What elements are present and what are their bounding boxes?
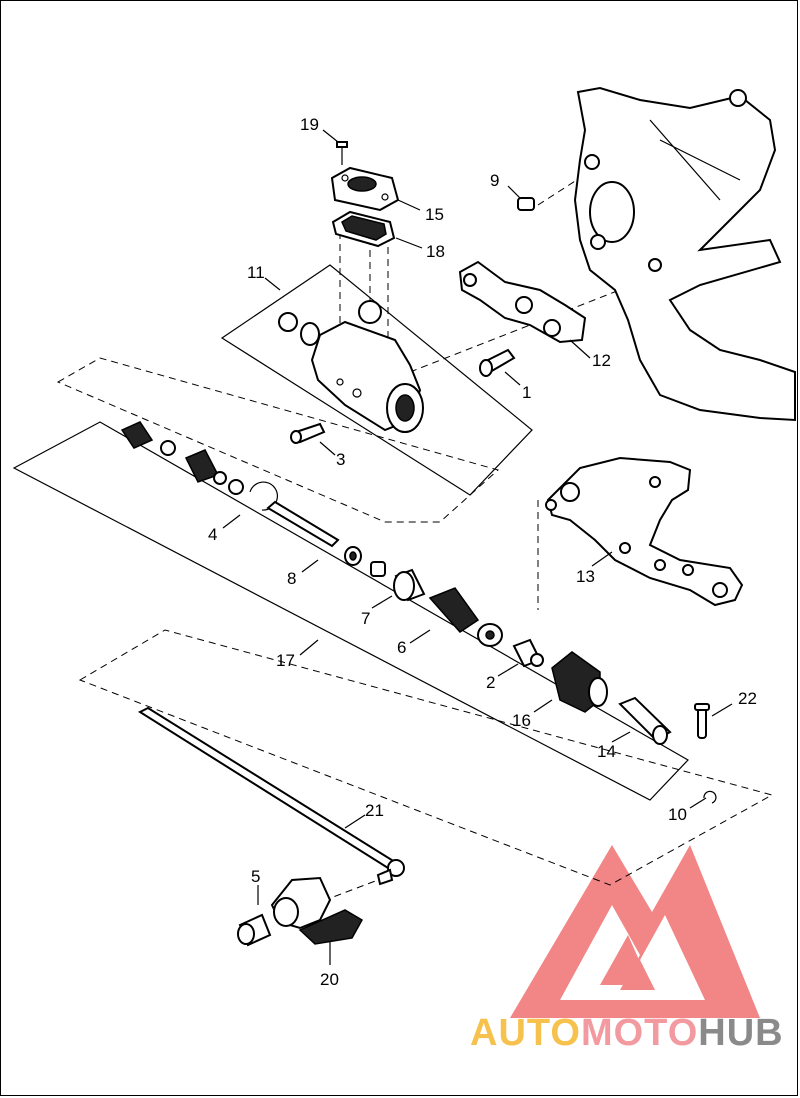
- label-20: 20: [320, 970, 339, 989]
- dash-line-12: [409, 281, 641, 373]
- label-6: 6: [397, 638, 406, 657]
- washer-nut: [344, 546, 386, 577]
- label-21: 21: [365, 801, 384, 820]
- group-outline-dashed-upper: [56, 357, 500, 523]
- part-2-fitting: [512, 638, 544, 668]
- part-8-rod: [266, 500, 340, 548]
- part-3-pin: [290, 422, 326, 444]
- group-outline-11: [220, 264, 533, 496]
- label-16: 16: [512, 711, 531, 730]
- part-15-cover: [330, 166, 400, 212]
- part-22-pin: [694, 703, 710, 739]
- part-12-bracket: [458, 260, 587, 344]
- internal-parts-upper: [120, 421, 278, 511]
- leader-lines: [222, 129, 733, 965]
- part-6-boot: [428, 587, 503, 647]
- label-7: 7: [361, 609, 370, 628]
- frame-bracket-part: [573, 86, 796, 422]
- label-9: 9: [490, 171, 499, 190]
- label-11: 11: [247, 263, 265, 282]
- part-14-clevis: [618, 696, 672, 745]
- label-1: 1: [522, 383, 531, 402]
- label-15: 15: [425, 205, 444, 224]
- part-11-master-cylinder: [278, 300, 424, 433]
- part-20-footpeg: [270, 876, 364, 945]
- group-outline-17: [12, 421, 689, 801]
- part-9-bolt: [517, 197, 535, 211]
- watermark-part-hub: HUB: [698, 1012, 784, 1054]
- label-19: 19: [300, 115, 319, 134]
- part-18-gasket: [331, 210, 396, 248]
- part-1-bolt: [479, 348, 516, 377]
- watermark-part-auto: AUTO: [470, 1012, 581, 1054]
- part-5-rubber-sleeve: [237, 913, 272, 947]
- label-3: 3: [336, 450, 345, 469]
- part-16-rubber-boot: [551, 651, 608, 713]
- label-4: 4: [208, 525, 217, 544]
- label-12: 12: [592, 351, 611, 370]
- label-8: 8: [287, 569, 296, 588]
- watermark-part-moto: MOTO: [580, 1012, 699, 1054]
- label-13: 13: [576, 567, 595, 586]
- part-19-screw: [336, 141, 348, 165]
- part-7-bushing: [393, 568, 426, 602]
- watermark-logo-icon: [510, 845, 760, 1018]
- label-5: 5: [251, 867, 260, 886]
- part-21-rod: [137, 706, 405, 886]
- label-10: 10: [668, 805, 687, 824]
- label-22: 22: [738, 689, 757, 708]
- part-13-bracket: [545, 456, 744, 607]
- watermark-logo-text: AUTOMOTOHUB: [470, 1012, 784, 1055]
- group-outline-dashed-lower: [78, 629, 774, 886]
- label-17: 17: [276, 651, 295, 670]
- part-10-clip: [703, 790, 717, 804]
- label-14: 14: [597, 742, 616, 761]
- label-2: 2: [486, 673, 495, 692]
- label-18: 18: [426, 242, 445, 261]
